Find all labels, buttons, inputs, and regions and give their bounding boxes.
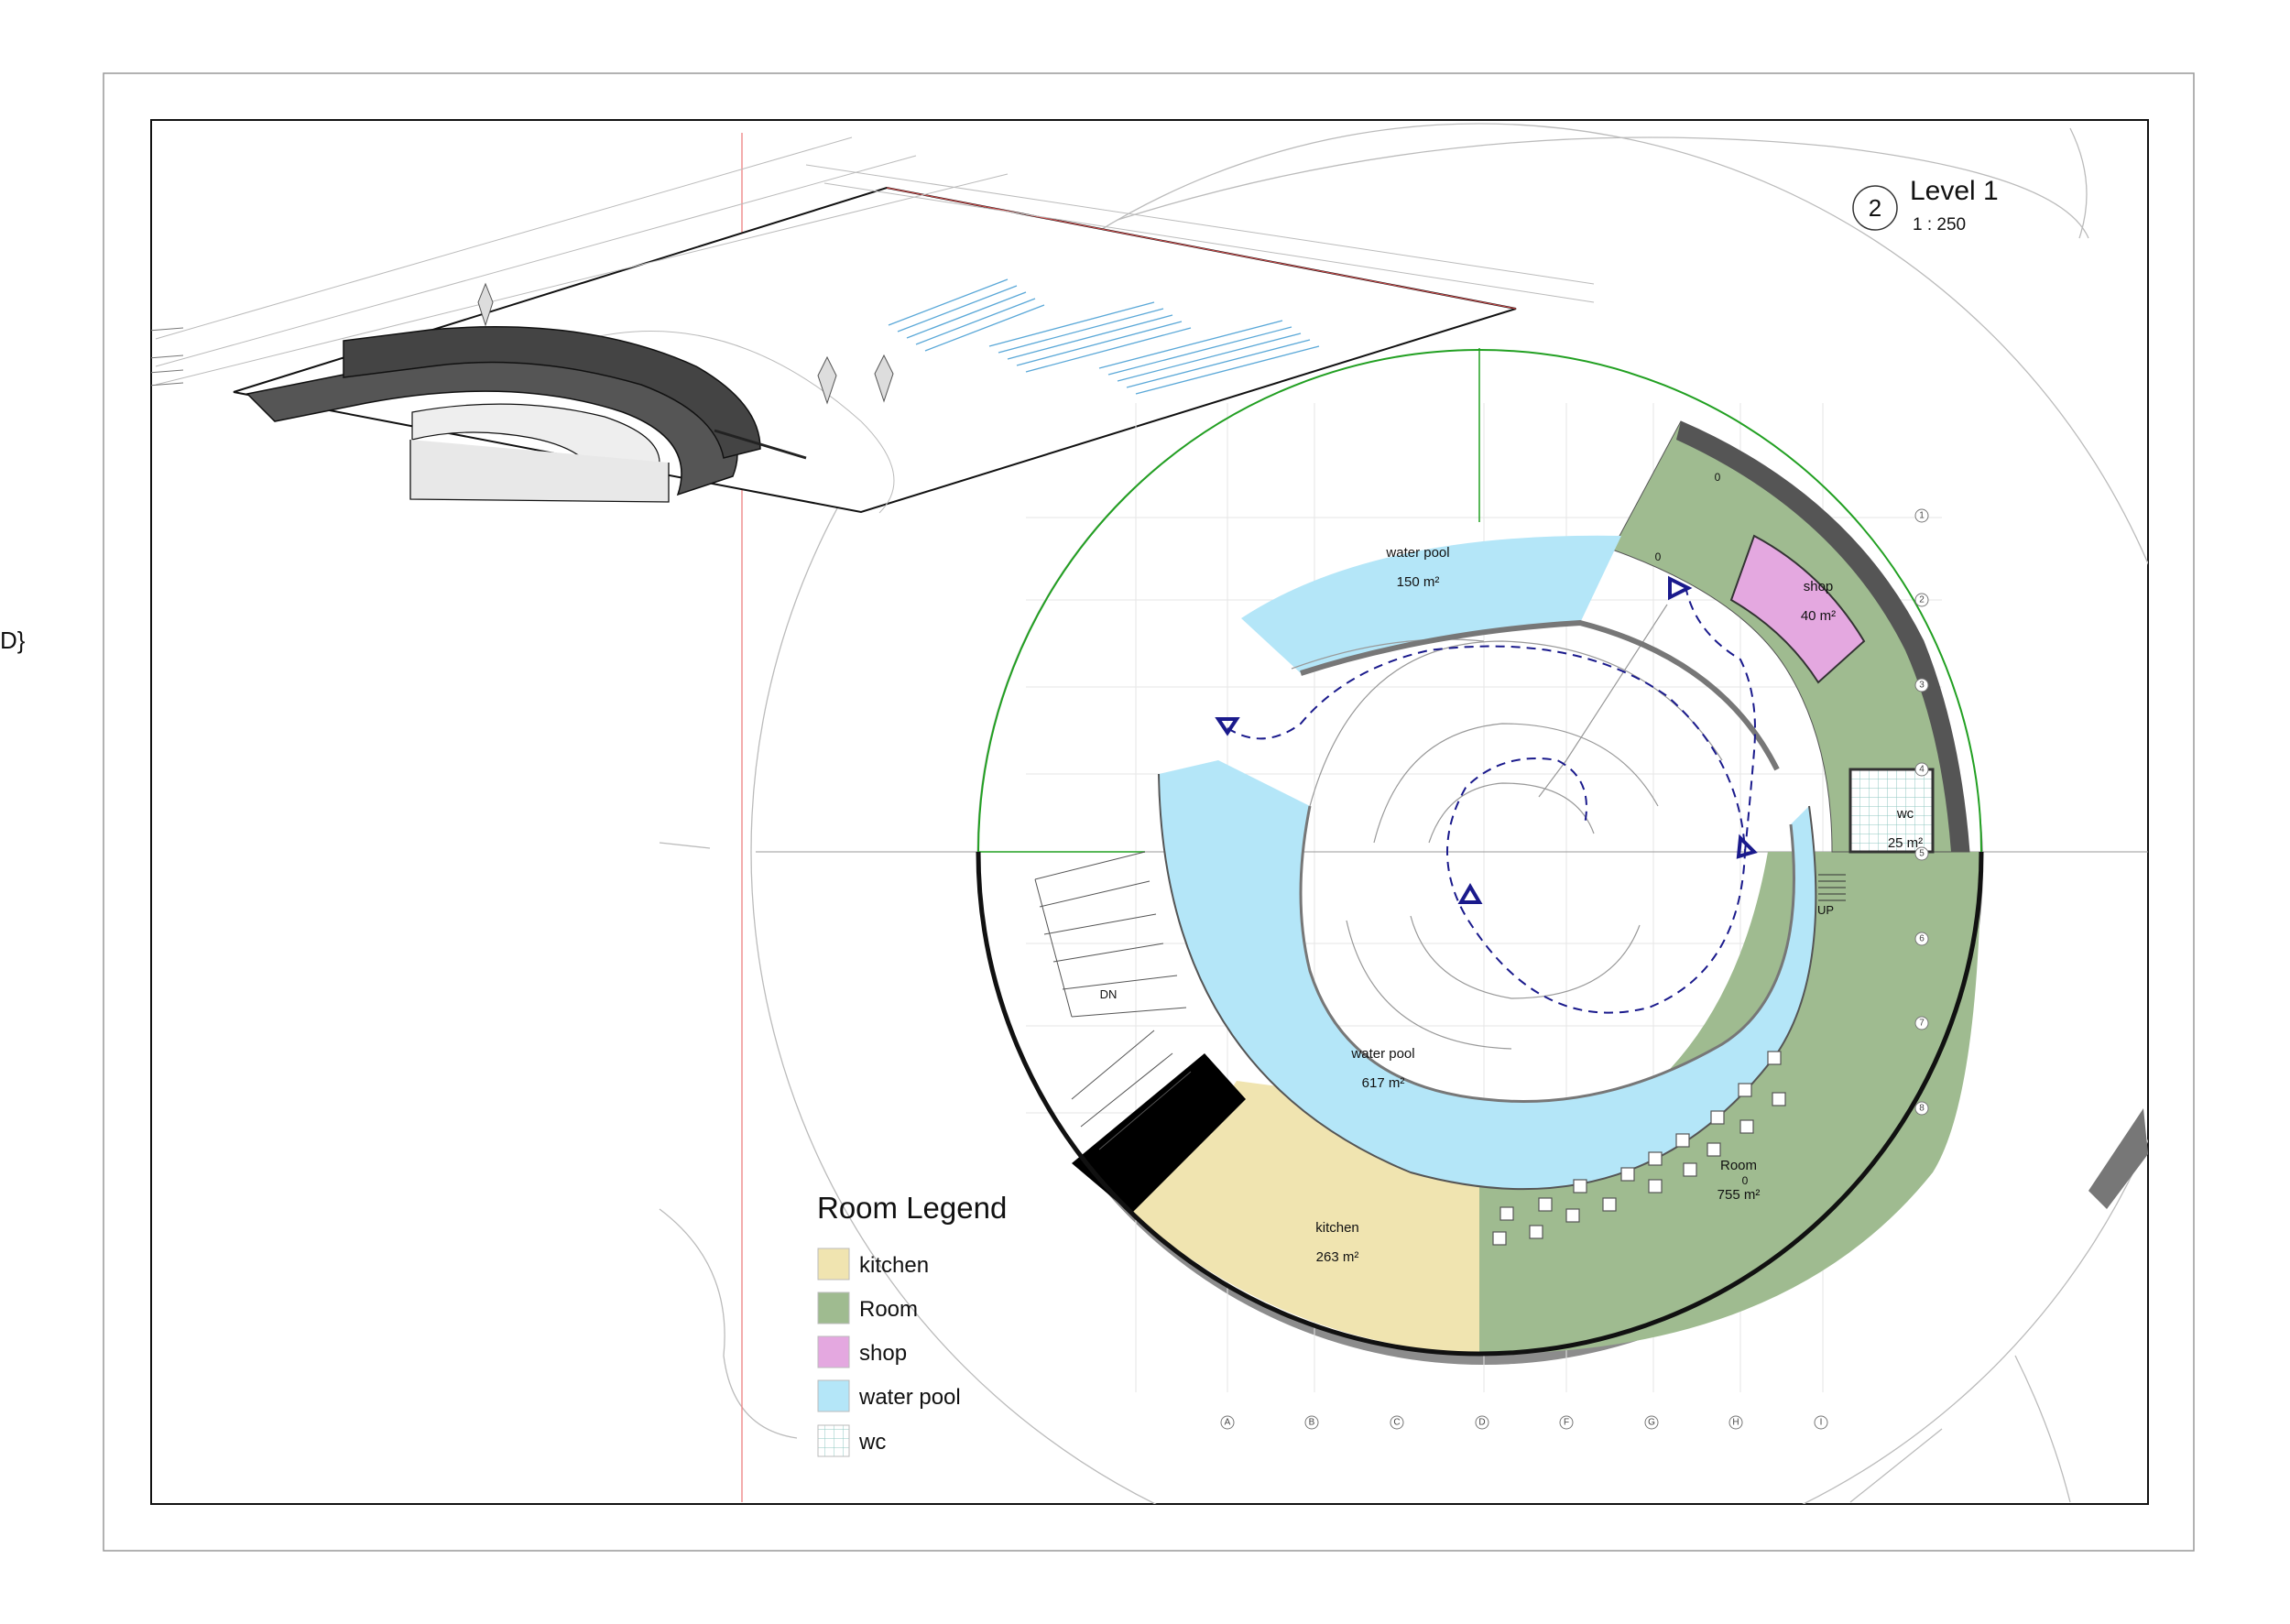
room-name-wc: wc	[1896, 806, 1914, 822]
grid-row-label: 5	[1919, 849, 1925, 859]
legend-swatch-room	[817, 1292, 850, 1324]
grid-row-label: 8	[1919, 1104, 1925, 1114]
path-arrow-icon	[1457, 883, 1483, 904]
grid-row-label: 3	[1919, 681, 1925, 691]
cafe-tables	[1492, 1051, 1786, 1246]
room-area-kitchen: 263 m²	[1316, 1249, 1359, 1265]
path-arrow-icon	[1736, 834, 1758, 859]
edge-text-fragment: D}	[0, 627, 26, 654]
level-mark: 0	[1655, 550, 1662, 563]
grid-column-label: F	[1564, 1418, 1569, 1428]
view-scale: 1 : 250	[1913, 215, 1966, 234]
grid-column-label: C	[1393, 1418, 1400, 1428]
site-contours	[659, 123, 2148, 1504]
grid-row-bubbles	[1914, 508, 1929, 1116]
room-area-room: 755 m²	[1718, 1187, 1761, 1203]
view-number: 2	[1869, 194, 1881, 222]
stair-down-label: DN	[1100, 987, 1118, 1001]
room-legend: Room Legend kitchen Room shop water pool…	[817, 1191, 1007, 1457]
grid-column-label: A	[1225, 1418, 1231, 1428]
room-area-wc: 25 m²	[1888, 835, 1923, 851]
grid-row-label: 7	[1919, 1019, 1925, 1029]
path-arrow-icon	[1668, 575, 1693, 601]
legend-label-water-pool: water pool	[858, 1385, 961, 1410]
tree-icon	[2088, 1108, 2148, 1209]
room-name-room: Room	[1720, 1158, 1757, 1173]
grid-column-label: B	[1309, 1418, 1315, 1428]
inner-border	[150, 119, 2149, 1505]
path-arrow-icon	[1215, 717, 1240, 736]
room-area-pool-main: 617 m²	[1362, 1075, 1405, 1091]
room-name-kitchen: kitchen	[1315, 1220, 1359, 1236]
grid-column-bubbles	[1220, 1415, 1828, 1430]
view-name: Level 1	[1910, 176, 1999, 206]
stair-up-label: UP	[1817, 903, 1834, 917]
grid-row-label: 6	[1919, 934, 1925, 944]
circulation-path	[1227, 645, 1747, 1014]
grid-column-label: D	[1478, 1418, 1485, 1428]
grid-row-label: 4	[1919, 765, 1925, 775]
legend-swatch-kitchen	[817, 1248, 850, 1281]
room-area-shop: 40 m²	[1801, 608, 1836, 624]
level-mark: 0	[1715, 471, 1721, 484]
legend-label-wc: wc	[858, 1430, 886, 1455]
legend-swatch-shop	[817, 1335, 850, 1368]
grid-row-label: 2	[1919, 595, 1925, 605]
grid-column-label: H	[1732, 1418, 1739, 1428]
grid-column-label: I	[1820, 1418, 1823, 1428]
legend-swatch-water-pool	[817, 1379, 850, 1412]
room-name-pool-upper: water pool	[1385, 545, 1449, 561]
room-name-shop: shop	[1804, 579, 1834, 594]
grid-row-label: 1	[1919, 511, 1925, 521]
room-name-pool-main: water pool	[1350, 1046, 1414, 1062]
level-mark: 0	[1742, 1174, 1749, 1187]
legend-label-shop: shop	[859, 1341, 907, 1366]
outer-border	[103, 72, 2195, 1552]
view-title: 2 Level 1 1 : 250	[1852, 176, 1999, 234]
legend-label-room: Room	[859, 1297, 918, 1322]
legend-title: Room Legend	[817, 1191, 1007, 1225]
circular-floor-plan: water pool 150 m² water pool 617 m² kitc…	[756, 348, 2148, 1392]
room-area-pool-upper: 150 m²	[1397, 574, 1440, 590]
legend-swatch-wc	[817, 1424, 850, 1457]
grid-column-label: G	[1648, 1418, 1655, 1428]
isometric-3d-view	[151, 136, 1595, 514]
legend-label-kitchen: kitchen	[859, 1253, 929, 1278]
